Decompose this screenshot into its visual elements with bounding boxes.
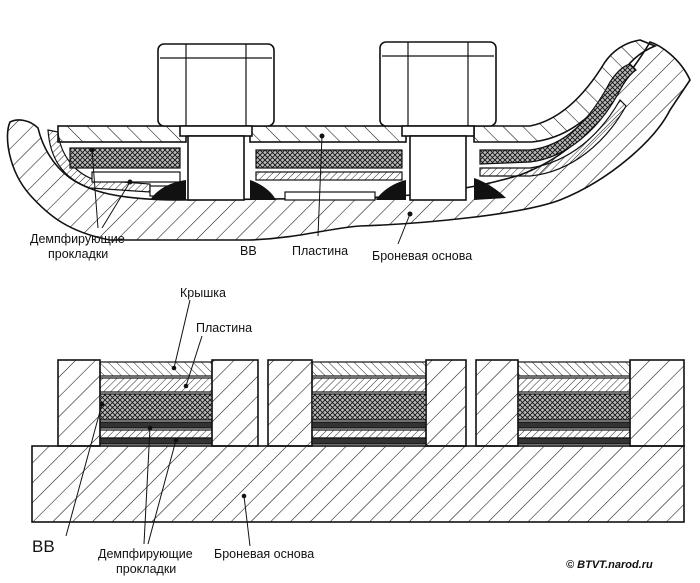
cell-2-cover: [311, 361, 427, 377]
bolt-1-washer: [179, 125, 253, 137]
top-ee-3: [479, 63, 637, 165]
top-label-explosive: ВВ: [240, 244, 257, 258]
top-section-view: Демпфирующие прокладки ВВ Пластина Броне…: [6, 39, 691, 263]
bottom-section-view: Крышка Пластина ВВ Демпфирующие прокладк…: [31, 286, 685, 576]
top-lower-plate-2: [255, 171, 403, 181]
cell-1-damper-a: [99, 421, 213, 429]
bottom-label-cover: Крышка: [180, 286, 226, 300]
top-ee-wedge-3: [376, 180, 406, 200]
cell-1-cover: [99, 361, 213, 377]
bolt-2: [379, 41, 497, 201]
bottom-label-dampers-1: Демпфирующие: [98, 547, 193, 561]
cell-2-damper-b: [311, 437, 427, 445]
top-base-slot-2: [284, 191, 376, 201]
bottom-label-armor-base: Броневая основа: [214, 547, 314, 561]
top-label-dampers-1: Демпфирующие: [30, 232, 125, 246]
frame-block-3: [267, 359, 313, 447]
cell-2-damper-a: [311, 421, 427, 429]
cell-1-explosive: [99, 393, 213, 421]
top-ee-2: [255, 149, 403, 169]
bolt-1-head: [157, 43, 275, 127]
top-ee-wedge-2: [250, 180, 276, 200]
bolt-1: [157, 43, 275, 201]
cell-3-explosive: [517, 393, 631, 421]
top-cover-3: [473, 39, 658, 143]
cell-1-damper-b: [99, 437, 213, 445]
bottom-label-dampers-2: прокладки: [116, 562, 176, 576]
frame-block-6: [629, 359, 685, 447]
cell-1-plate: [99, 377, 213, 393]
top-cover-2: [249, 125, 407, 143]
bolt-2-head: [379, 41, 497, 127]
frame-block-2: [211, 359, 259, 447]
frame-block-4: [425, 359, 467, 447]
top-ee-1: [69, 147, 181, 169]
bottom-label-explosive: ВВ: [32, 537, 55, 556]
top-lower-plate-3: [479, 99, 627, 177]
top-lower-plate-1: [91, 171, 181, 183]
bolt-2-shank: [409, 135, 467, 201]
cell-3-cover: [517, 361, 631, 377]
cell-3-plate-low: [517, 429, 631, 439]
copyright: © BTVT.narod.ru: [566, 559, 653, 571]
cell-2-plate-low: [311, 429, 427, 439]
cell-3-damper-b: [517, 437, 631, 445]
cell-1-plate-low: [99, 429, 213, 439]
cell-1: [99, 361, 213, 445]
top-label-dampers-2: прокладки: [48, 247, 108, 261]
top-ee-wedge-4: [474, 178, 506, 200]
top-cover-1: [57, 125, 187, 143]
top-label-armor-base: Броневая основа: [372, 249, 472, 263]
cell-2: [311, 361, 427, 445]
frame-block-5: [475, 359, 519, 447]
top-label-plate: Пластина: [292, 244, 348, 258]
bolt-2-washer: [401, 125, 475, 137]
top-armor-base: [6, 41, 691, 241]
top-ee-wedge-1: [150, 180, 186, 200]
cell-2-explosive: [311, 393, 427, 421]
cell-2-plate: [311, 377, 427, 393]
cell-3-damper-a: [517, 421, 631, 429]
bottom-armor-base: [31, 445, 685, 523]
bottom-label-plate: Пластина: [196, 321, 252, 335]
cell-3: [517, 361, 631, 445]
cell-3-plate: [517, 377, 631, 393]
bolt-1-shank: [187, 135, 245, 201]
